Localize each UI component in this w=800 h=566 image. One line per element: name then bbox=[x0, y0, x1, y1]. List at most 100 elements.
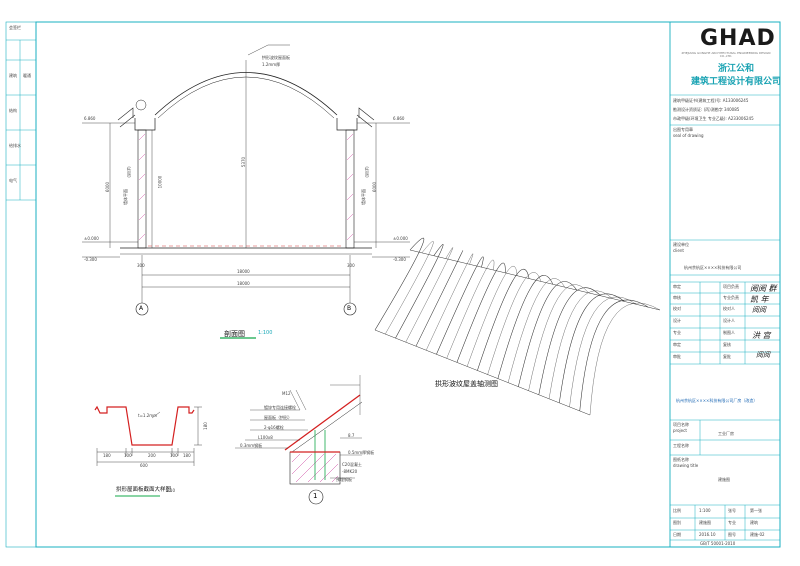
detail-note-1: M12 bbox=[282, 391, 291, 396]
detail-note-2: 镀锌专用连接螺栓 bbox=[264, 405, 296, 410]
firm-name-2: 建筑工程设计有限公司 bbox=[690, 77, 781, 87]
role-6: 审定 bbox=[673, 342, 681, 347]
bottom-k-2: 图别 bbox=[673, 520, 681, 525]
detail-note-8: 0.5mm厚钢板 bbox=[348, 450, 375, 455]
detail-note-6: 8.7 bbox=[348, 433, 355, 438]
dim-span: 18000 bbox=[237, 269, 250, 274]
axo-rib bbox=[466, 265, 518, 367]
axo-edge bbox=[374, 329, 591, 416]
bottom-v-3: 2016.10 bbox=[699, 532, 716, 537]
dim-wall-right: 300 bbox=[347, 263, 355, 268]
name-label-1: 项目负责 bbox=[723, 284, 739, 289]
profile-dim-5: 180 bbox=[183, 453, 191, 458]
name-label-6: 复核 bbox=[723, 342, 731, 347]
elev-left-top: 6.860 bbox=[84, 116, 96, 121]
profile-dim-4: 100 bbox=[170, 453, 178, 458]
section-scale: 1:100 bbox=[258, 330, 273, 336]
margin-title: 会签栏 bbox=[9, 25, 21, 30]
signature-5: 阅阅 bbox=[756, 351, 770, 359]
profile-scale: 1:10 bbox=[166, 488, 175, 493]
bottom-v2-3: 建施-02 bbox=[750, 532, 765, 537]
elev-right-low: -0.300 bbox=[393, 257, 406, 262]
bottom-v2-2: 建筑 bbox=[750, 520, 758, 525]
margin-row-3: 给排水 bbox=[9, 143, 21, 148]
left-margin-frame bbox=[5, 21, 37, 548]
axo-rib bbox=[497, 275, 554, 379]
dim-rise: 5370 bbox=[241, 156, 247, 168]
bottom-k2-2: 专业 bbox=[728, 520, 736, 525]
axo-rib bbox=[456, 262, 506, 363]
part-value: 工业厂房 bbox=[718, 431, 734, 436]
drawing-sub: drawing title bbox=[673, 463, 699, 468]
margin-row-2: 结构 bbox=[9, 108, 17, 113]
part-label: 工程名称 bbox=[673, 443, 689, 448]
dim-wall-left: 300 bbox=[137, 263, 145, 268]
margin-row-5: 暖通 bbox=[23, 73, 31, 78]
signature-2: 凯 年 bbox=[750, 295, 769, 304]
bottom-k2-3: 图号 bbox=[728, 532, 736, 537]
role-2: 审核 bbox=[673, 295, 681, 300]
signature-3: 阅阅 bbox=[752, 306, 766, 314]
axo-rib bbox=[446, 259, 495, 359]
axo-rib bbox=[395, 244, 444, 339]
axo-rib bbox=[477, 268, 530, 371]
profile-dim-1: 180 bbox=[103, 453, 111, 458]
name-label-7: 复批 bbox=[723, 354, 731, 359]
signature-4: 洪 宫 bbox=[752, 331, 771, 340]
roof-note-2: 1.2mm厚 bbox=[262, 62, 281, 67]
firm-name-1: 浙江公和 bbox=[717, 64, 754, 74]
elev-right-top: 6.860 bbox=[393, 116, 405, 121]
wall-note-left: 墙体平面 bbox=[123, 189, 128, 205]
margin-row-4: 电气 bbox=[9, 178, 17, 183]
dim-side-right: 6000 bbox=[372, 181, 378, 193]
detail-note-5: L100x8 bbox=[258, 435, 273, 440]
profile-detail bbox=[94, 405, 202, 466]
project-label: 项目名称 bbox=[673, 422, 689, 427]
dim-total-height: 10000 bbox=[157, 175, 163, 189]
axo-rib bbox=[589, 302, 661, 416]
bottom-v2-1: 第一张 bbox=[750, 508, 762, 513]
role-1: 审定 bbox=[673, 284, 681, 289]
detail-note-9: C20混凝土 bbox=[342, 462, 362, 467]
axo-edge bbox=[409, 249, 661, 311]
firm-logo: GHAD bbox=[700, 26, 776, 51]
axo-rib bbox=[579, 299, 649, 411]
seal-sub: seal of drawing bbox=[673, 133, 704, 138]
detail-number: 1 bbox=[313, 492, 318, 500]
axo-rib bbox=[559, 293, 625, 403]
detail-note-11: 预埋钢板 bbox=[336, 477, 352, 482]
dim-axis: 18000 bbox=[237, 281, 250, 286]
axo-rib bbox=[518, 281, 577, 387]
axo-rib bbox=[405, 247, 454, 343]
roof-note-1: 拱形波纹屋面板 bbox=[262, 55, 290, 60]
role-5: 专业 bbox=[673, 330, 681, 335]
role-4: 设计 bbox=[673, 318, 681, 323]
title-block bbox=[669, 21, 781, 548]
profile-thickness: t=1.2mm bbox=[138, 413, 158, 418]
node-detail bbox=[235, 375, 363, 505]
role-7: 审批 bbox=[673, 354, 681, 359]
name-label-4: 设计人 bbox=[723, 318, 735, 323]
profile-dim-height: 180 bbox=[202, 422, 208, 430]
client-name: 杭州余杭区××××科技有限公司 bbox=[684, 265, 742, 270]
axis-b-label: B bbox=[347, 305, 352, 312]
wall-note-right: 墙体平面 bbox=[361, 189, 366, 205]
dim-side-left: 6000 bbox=[105, 181, 111, 193]
elev-left-zero: ±0.000 bbox=[84, 236, 99, 241]
bottom-k-1: 比例 bbox=[673, 508, 681, 513]
wall-note-left2: (另详) bbox=[126, 166, 132, 178]
wall-note-right2: (另详) bbox=[364, 166, 370, 178]
profile-dim-2: 100 bbox=[124, 453, 132, 458]
role-3: 校对 bbox=[673, 306, 681, 311]
axo-rib bbox=[426, 253, 474, 351]
name-label-2: 专业负责 bbox=[723, 295, 739, 300]
profile-dim-3: 200 bbox=[148, 453, 156, 458]
bottom-v-2: 建施图 bbox=[699, 520, 711, 525]
detail-note-3: 屋面板（拱形） bbox=[264, 415, 292, 420]
name-label-3: 校对人 bbox=[723, 306, 735, 311]
firm-en: ZHEJIANG GONGHE ARCHITECTURAL ENGINEERIN… bbox=[681, 51, 771, 58]
detail-note-10: -8MK20 bbox=[342, 469, 358, 474]
cert-row-1: 建筑甲级证书(建筑工程)号: A133006245 bbox=[673, 98, 749, 103]
drawing-label: 图纸名称 bbox=[673, 457, 689, 462]
